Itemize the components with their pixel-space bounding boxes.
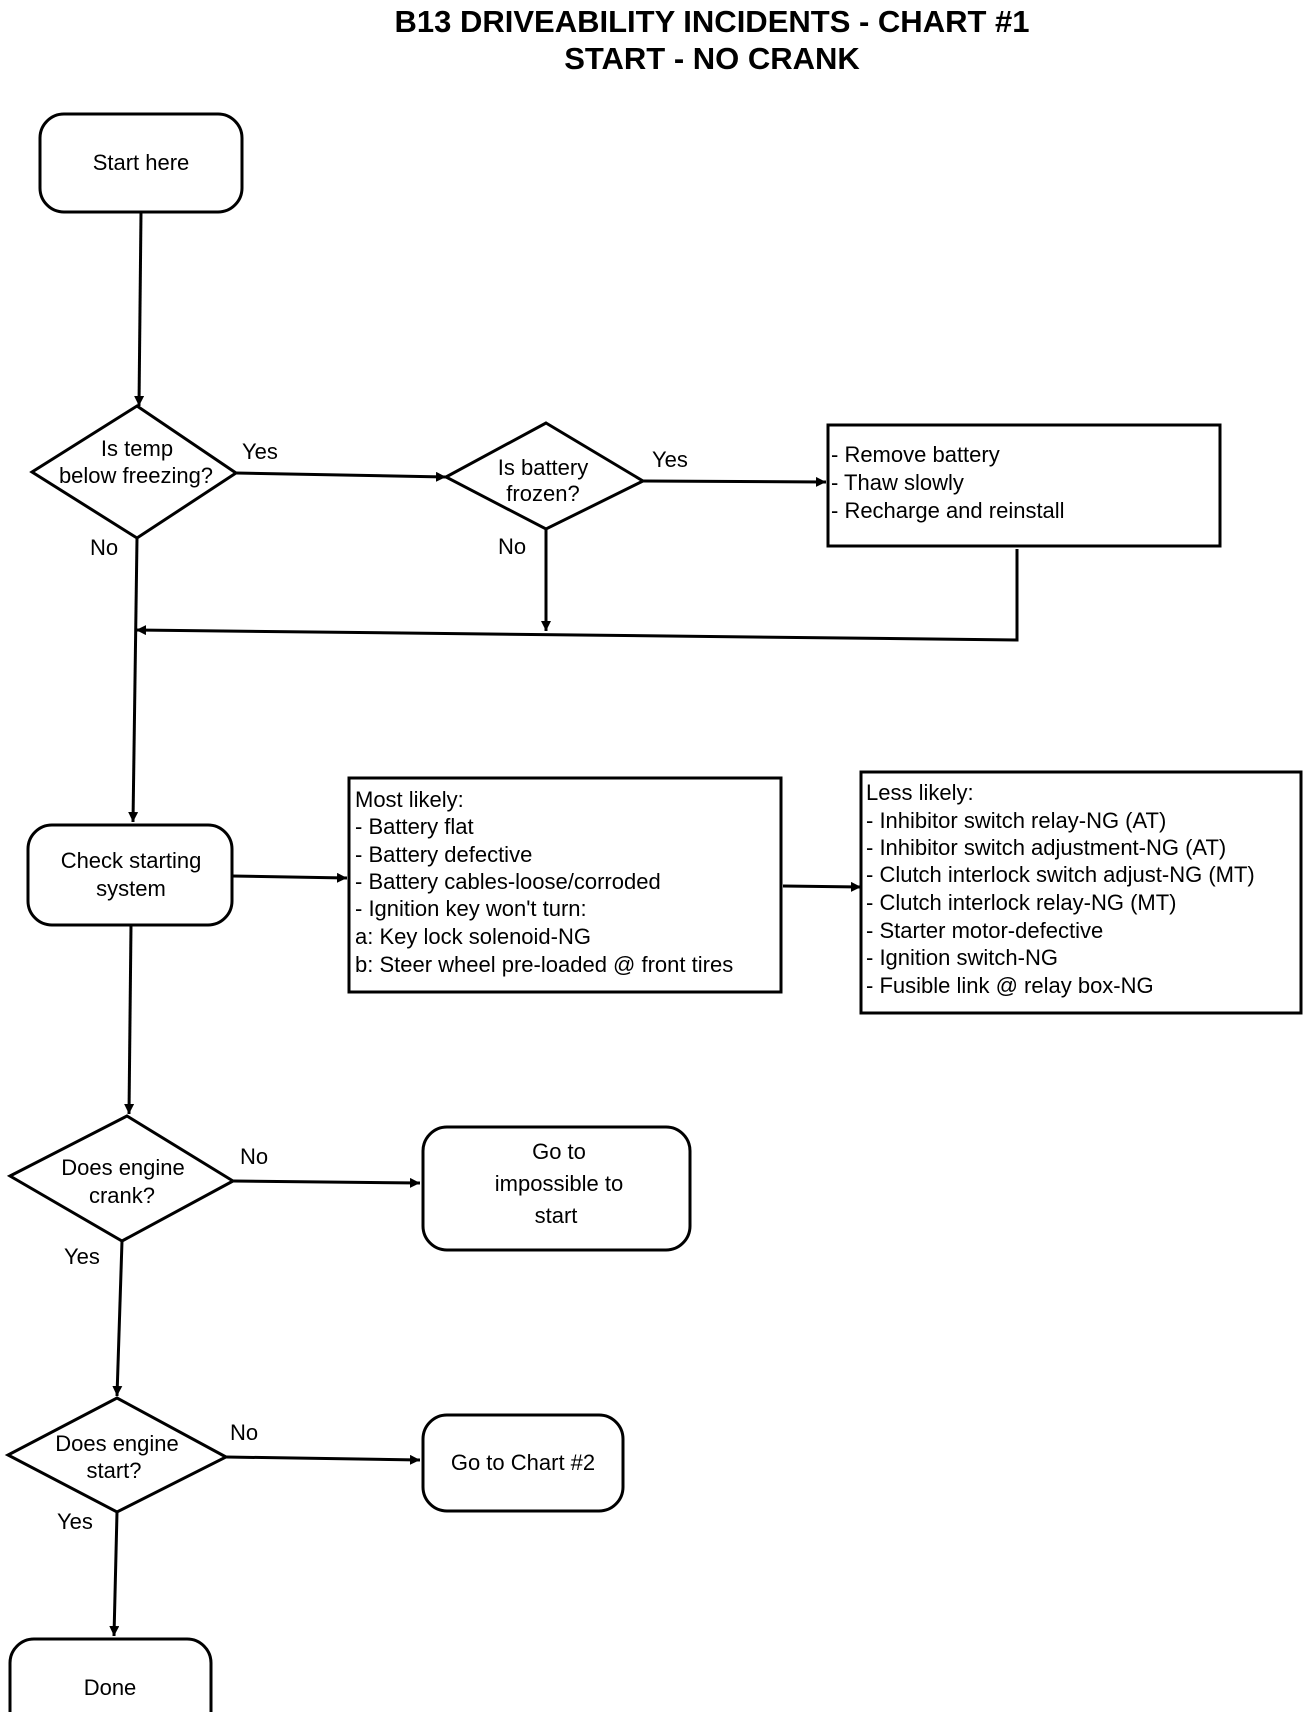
node-less-likely-line-3: - Inhibitor switch adjustment-NG (AT) [866, 835, 1226, 860]
edge-temp-yes [235, 471, 447, 482]
node-battery-frozen-text-1: Is battery [498, 455, 588, 480]
node-crank-text-1: Does engine [61, 1155, 185, 1180]
label-crank-no: No [240, 1144, 268, 1169]
label-frozen-yes: Yes [652, 447, 688, 472]
label-temp-no: No [90, 535, 118, 560]
node-most-likely-line-1: Most likely: [355, 787, 464, 812]
node-battery-actions[interactable]: - Remove battery - Thaw slowly - Recharg… [826, 423, 1222, 548]
node-impossible-text-3: start [535, 1203, 578, 1228]
label-temp-yes: Yes [242, 439, 278, 464]
edge-crank-no [232, 1177, 421, 1188]
edge-start-yes [109, 1511, 120, 1637]
label-start-yes: Yes [57, 1509, 93, 1534]
edge-labels: Yes No Yes No No Yes No Yes [57, 439, 688, 1534]
edge-most-to-less [782, 881, 862, 892]
edges [109, 211, 1019, 1637]
node-start[interactable]: Start here [38, 112, 244, 214]
edge-temp-no [128, 537, 139, 823]
node-done-text: Done [84, 1675, 137, 1700]
edge-frozen-yes [642, 476, 827, 487]
node-less-likely-line-6: - Starter motor-defective [866, 918, 1103, 943]
edge-check-to-most [231, 872, 348, 883]
edge-battery-return [135, 549, 1019, 642]
label-start-no: No [230, 1420, 258, 1445]
node-engine-start-decision[interactable]: Does engine start? [4, 1396, 230, 1514]
node-battery-frozen-decision[interactable]: Is battery frozen? [442, 421, 647, 531]
node-temp-text-2: below freezing? [59, 463, 213, 488]
node-battery-actions-line-2: - Thaw slowly [831, 470, 964, 495]
node-less-likely-line-2: - Inhibitor switch relay-NG (AT) [866, 808, 1166, 833]
node-check-starting[interactable]: Check starting system [26, 823, 234, 927]
edge-check-to-crank [124, 924, 135, 1115]
node-most-likely-line-3: - Battery defective [355, 842, 532, 867]
node-most-likely-line-2: - Battery flat [355, 814, 474, 839]
node-check-starting-text-1: Check starting [61, 848, 202, 873]
node-crank-decision[interactable]: Does engine crank? [6, 1114, 237, 1243]
node-temp-decision[interactable]: Is temp below freezing? [29, 404, 239, 540]
node-less-likely-line-7: - Ignition switch-NG [866, 945, 1058, 970]
edge-crank-yes [112, 1240, 124, 1397]
node-engine-start-text-2: start? [86, 1458, 141, 1483]
node-impossible-text-1: Go to [532, 1139, 586, 1164]
edge-start-no [225, 1454, 421, 1465]
node-less-likely-line-8: - Fusible link @ relay box-NG [866, 973, 1154, 998]
node-battery-actions-line-1: - Remove battery [831, 442, 1000, 467]
node-go-to-chart-2[interactable]: Go to Chart #2 [421, 1413, 625, 1513]
node-impossible-text-2: impossible to [495, 1171, 623, 1196]
node-most-likely-line-6: a: Key lock solenoid-NG [355, 924, 591, 949]
node-check-starting-text-2: system [96, 876, 166, 901]
node-less-likely-line-1: Less likely: [866, 780, 974, 805]
node-most-likely-line-4: - Battery cables-loose/corroded [355, 869, 661, 894]
node-impossible-to-start[interactable]: Go to impossible to start [421, 1125, 692, 1252]
node-engine-start-text-1: Does engine [55, 1431, 179, 1456]
node-done[interactable]: Done [8, 1637, 213, 1712]
node-most-likely-line-5: - Ignition key won't turn: [355, 896, 587, 921]
chart-subtitle: START - NO CRANK [564, 41, 860, 76]
label-frozen-no: No [498, 534, 526, 559]
node-most-likely[interactable]: Most likely: - Battery flat - Battery de… [347, 776, 783, 994]
node-start-text: Start here [93, 150, 190, 175]
node-crank-text-2: crank? [89, 1183, 155, 1208]
node-battery-actions-line-3: - Recharge and reinstall [831, 498, 1065, 523]
node-less-likely[interactable]: Less likely: - Inhibitor switch relay-NG… [859, 770, 1303, 1015]
node-most-likely-line-7: b: Steer wheel pre-loaded @ front tires [355, 952, 733, 977]
node-less-likely-line-4: - Clutch interlock switch adjust-NG (MT) [866, 862, 1255, 887]
chart-title: B13 DRIVEABILITY INCIDENTS - CHART #1 [394, 4, 1029, 39]
node-temp-text-1: Is temp [101, 436, 173, 461]
edge-start-to-temp [134, 211, 145, 407]
node-less-likely-line-5: - Clutch interlock relay-NG (MT) [866, 890, 1176, 915]
label-crank-yes: Yes [64, 1244, 100, 1269]
node-chart2-text: Go to Chart #2 [451, 1450, 595, 1475]
node-battery-frozen-text-2: frozen? [506, 481, 579, 506]
